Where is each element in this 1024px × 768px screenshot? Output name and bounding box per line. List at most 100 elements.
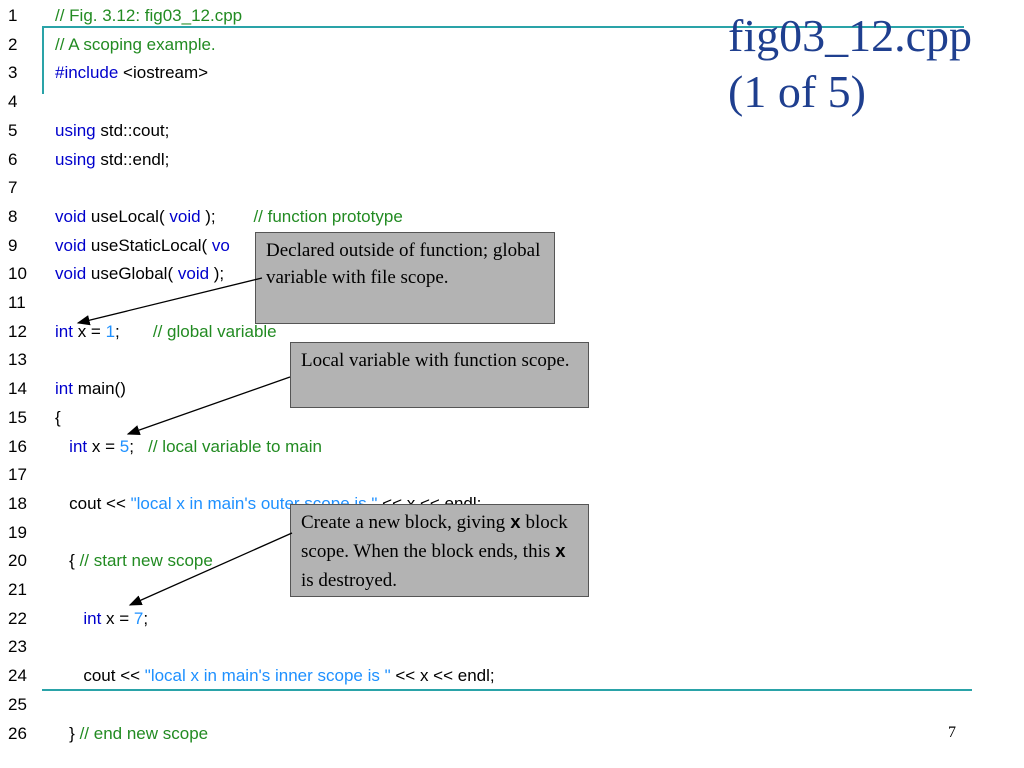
code-token: int bbox=[69, 436, 88, 456]
code-token: // Fig. 3.12: fig03_12.cpp bbox=[55, 6, 243, 25]
line-number: 19 bbox=[8, 522, 27, 542]
code-text: cout << "local x in main's inner scope i… bbox=[55, 662, 495, 690]
callout-text: Declared outside of function; global var… bbox=[266, 240, 541, 288]
code-token: int bbox=[55, 321, 73, 341]
code-text: using std::endl; bbox=[55, 146, 169, 174]
code-token: int bbox=[55, 379, 73, 399]
code-token: // function prototype bbox=[253, 206, 403, 226]
code-token: ; bbox=[143, 608, 149, 628]
callout-global-variable: Declared outside of function; global var… bbox=[255, 232, 555, 324]
line-number: 1 bbox=[8, 6, 18, 25]
line-number: 12 bbox=[8, 321, 27, 341]
code-text: #include <iostream> bbox=[55, 59, 208, 87]
code-token: x = bbox=[101, 608, 134, 628]
callout-code-text: x bbox=[509, 514, 521, 534]
slide-title: fig03_12.cpp (1 of 5) bbox=[728, 8, 972, 120]
code-token bbox=[55, 609, 83, 628]
code-token: << x << endl; bbox=[390, 666, 495, 686]
code-token: ); bbox=[200, 206, 254, 226]
code-token: 7 bbox=[133, 608, 144, 628]
callout-text: Create a new block, giving bbox=[301, 512, 510, 533]
code-token: // global variable bbox=[152, 321, 277, 341]
line-number: 16 bbox=[8, 436, 27, 456]
line-number: 10 bbox=[8, 264, 27, 284]
code-token: "local x in main's outer scope is " bbox=[130, 493, 378, 513]
code-token: void bbox=[55, 235, 87, 255]
code-text: // A scoping example. bbox=[55, 31, 216, 59]
page-number: 7 bbox=[948, 724, 956, 741]
code-text: void useLocal( void ); // function proto… bbox=[55, 203, 403, 231]
code-token: // start new scope bbox=[79, 551, 213, 571]
left-accent-line bbox=[42, 26, 44, 94]
line-number: 5 bbox=[8, 120, 18, 140]
code-text: } // end new scope bbox=[55, 720, 208, 748]
line-number: 9 bbox=[8, 235, 18, 255]
code-token: useLocal( bbox=[86, 206, 170, 226]
code-token: // local variable to main bbox=[148, 436, 322, 456]
code-token: cout << bbox=[55, 493, 131, 513]
callout-function-scope: Local variable with function scope. bbox=[290, 342, 589, 408]
code-token: 5 bbox=[119, 436, 130, 456]
code-token: void bbox=[177, 264, 210, 284]
code-token: using bbox=[55, 149, 96, 169]
code-token: vo bbox=[211, 235, 230, 255]
code-text: { bbox=[55, 404, 61, 432]
slide-title-filename: fig03_12.cpp bbox=[728, 10, 973, 61]
code-token: { bbox=[55, 407, 61, 427]
code-text: using std::cout; bbox=[55, 117, 169, 145]
line-number: 2 bbox=[8, 34, 18, 54]
code-text: // Fig. 3.12: fig03_12.cpp bbox=[55, 2, 242, 30]
code-token: ; bbox=[115, 321, 153, 341]
line-number: 3 bbox=[8, 63, 18, 83]
code-token: void bbox=[169, 206, 201, 226]
code-token: std::cout; bbox=[95, 120, 170, 140]
code-text: int x = 7; bbox=[55, 605, 148, 633]
code-token: useStaticLocal( bbox=[86, 235, 212, 255]
code-token: x = bbox=[87, 436, 120, 456]
slide-title-part: (1 of 5) bbox=[728, 66, 866, 117]
line-number: 24 bbox=[8, 666, 27, 686]
line-number: 11 bbox=[8, 293, 26, 312]
line-number: 6 bbox=[8, 149, 18, 169]
code-text: int x = 5; // local variable to main bbox=[55, 433, 322, 461]
line-number: 17 bbox=[8, 465, 27, 485]
line-number: 22 bbox=[8, 608, 27, 628]
callout-text: is destroyed. bbox=[301, 570, 398, 591]
line-number: 13 bbox=[8, 350, 27, 370]
callout-code-text: x bbox=[555, 543, 566, 563]
arrow-function bbox=[126, 376, 291, 436]
code-token: x = bbox=[72, 321, 106, 341]
code-text: { // start new scope bbox=[55, 547, 213, 575]
code-token: cout << bbox=[55, 666, 145, 686]
code-token: } bbox=[55, 723, 80, 743]
code-token: std::endl; bbox=[95, 149, 170, 169]
line-number: 7 bbox=[8, 178, 18, 198]
code-token: #include bbox=[55, 63, 119, 83]
callout-text: block scope. When the block ends, this bbox=[301, 512, 568, 562]
line-number: 4 bbox=[8, 92, 18, 112]
code-text: int x = 1; // global variable bbox=[55, 318, 277, 346]
line-number: 23 bbox=[8, 637, 27, 657]
line-number: 25 bbox=[8, 694, 27, 714]
code-token: ; bbox=[129, 436, 149, 456]
line-number: 20 bbox=[8, 551, 27, 571]
code-text: int main() bbox=[55, 375, 126, 403]
callout-text: Local variable with function scope. bbox=[301, 350, 570, 371]
code-token: "local x in main's inner scope is " bbox=[144, 666, 391, 686]
line-number: 15 bbox=[8, 407, 27, 427]
title-underline bbox=[42, 26, 964, 28]
code-text: void useGlobal( void ); bbox=[55, 260, 224, 288]
line-number: 26 bbox=[8, 723, 27, 743]
code-token: int bbox=[83, 608, 102, 628]
bottom-divider bbox=[42, 689, 972, 691]
code-token: // end new scope bbox=[79, 723, 209, 743]
code-token: main() bbox=[72, 379, 126, 399]
line-number: 14 bbox=[8, 379, 27, 399]
code-token bbox=[55, 437, 69, 456]
callout-block-scope: Create a new block, giving x block scope… bbox=[290, 504, 589, 597]
code-token: void bbox=[55, 206, 87, 226]
line-number: 21 bbox=[8, 580, 27, 599]
code-token: <iostream> bbox=[118, 63, 209, 83]
code-token: ); bbox=[209, 264, 225, 284]
code-text: void useStaticLocal( vo bbox=[55, 232, 230, 260]
